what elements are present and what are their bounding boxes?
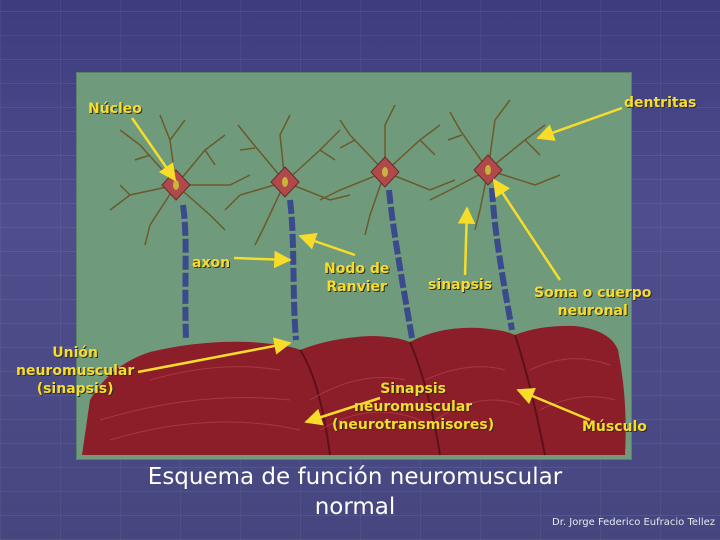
label-union-line-1: Unión <box>52 345 98 361</box>
arrow-musculo <box>516 387 591 422</box>
label-sinapsis: sinapsis <box>428 277 493 293</box>
label-axon: axon <box>192 255 231 271</box>
label-soma-line-2: neuronal <box>557 303 628 319</box>
arrow-sinapsis-nm <box>304 396 381 426</box>
neuron-2 <box>224 114 351 341</box>
label-union-line-3: (sinapsis) <box>36 381 114 397</box>
label-soma-line-1: Soma o cuerpo <box>534 285 652 301</box>
arrow-axon <box>233 250 292 269</box>
arrow-union <box>137 337 292 374</box>
neuron-1 <box>109 114 251 341</box>
label-nodo-ranvier: Nodo de Ranvier <box>324 260 389 296</box>
label-sinapsis-nm-line-1: Sinapsis <box>380 381 446 397</box>
author-credit: Dr. Jorge Federico Eufracio Tellez <box>552 517 715 528</box>
label-arrows <box>130 106 623 426</box>
label-nucleo: Núcleo <box>88 101 142 117</box>
muscle-tissue <box>82 325 626 456</box>
neuron-3 <box>319 104 456 339</box>
label-dentritas: dentritas <box>624 95 697 111</box>
label-soma: Soma o cuerpo neuronal <box>534 284 651 320</box>
label-musculo: Músculo <box>582 419 647 435</box>
label-sinapsis-neuromuscular: Sinapsis neuromuscular (neurotransmisore… <box>332 380 494 434</box>
label-sinapsis-nm-line-3: (neurotransmisores) <box>332 417 495 433</box>
label-nodo-line-2: Ranvier <box>326 279 387 295</box>
label-nodo-line-1: Nodo de <box>324 261 390 277</box>
arrow-dentritas <box>536 106 623 141</box>
slide-title-line-2: normal <box>314 494 396 520</box>
arrow-sinapsis <box>457 206 476 276</box>
label-union-neuromuscular: Unión neuromuscular (sinapsis) <box>16 344 134 398</box>
slide-title-line-1: Esquema de función neuromuscular <box>147 464 563 490</box>
arrow-nodo <box>298 232 356 257</box>
arrow-soma <box>492 178 562 281</box>
label-union-line-2: neuromuscular <box>16 363 135 379</box>
slide-title: Esquema de función neuromuscular normal <box>80 462 630 522</box>
label-sinapsis-nm-line-2: neuromuscular <box>353 399 473 415</box>
neuron-4 <box>429 99 561 331</box>
arrow-nucleo <box>130 117 177 182</box>
